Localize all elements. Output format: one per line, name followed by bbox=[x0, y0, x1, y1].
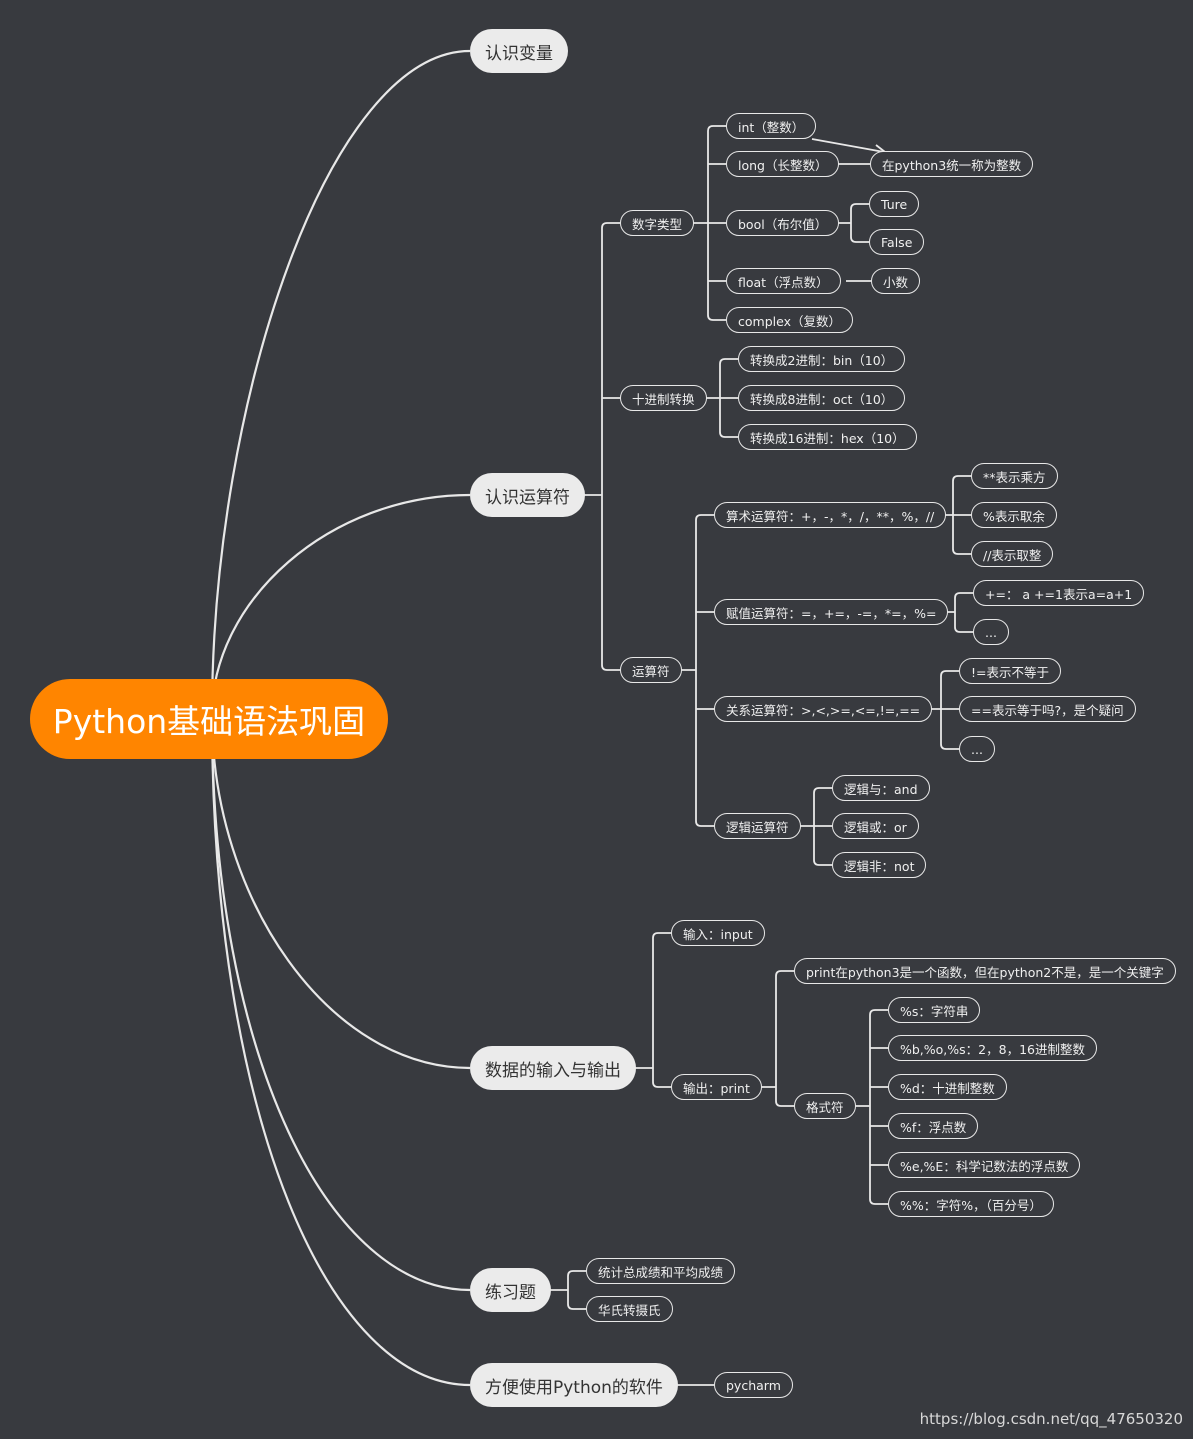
topic-io[interactable]: 数据的输入与输出 bbox=[470, 1046, 636, 1090]
topic-exercises[interactable]: 练习题 bbox=[470, 1268, 551, 1312]
node-bool[interactable]: bool（布尔值） bbox=[726, 210, 840, 236]
node-assignment[interactable]: 赋值运算符：=，+=，-=，*=，%= bbox=[714, 599, 949, 625]
node-relational-more[interactable]: ... bbox=[959, 736, 995, 762]
node-int[interactable]: int（整数） bbox=[726, 113, 817, 139]
node-format-e[interactable]: %e,%E：科学记数法的浮点数 bbox=[888, 1152, 1081, 1178]
node-not[interactable]: 逻辑非：not bbox=[832, 852, 927, 878]
node-relational[interactable]: 关系运算符：>,<,>=,<=,!=,== bbox=[714, 696, 933, 722]
node-format-s[interactable]: %s：字符串 bbox=[888, 997, 981, 1023]
node-operators[interactable]: 运算符 bbox=[620, 657, 682, 683]
node-decimal[interactable]: 小数 bbox=[871, 268, 921, 294]
node-hex[interactable]: 转换成16进制：hex（10） bbox=[738, 424, 917, 450]
node-oct[interactable]: 转换成8进制：oct（10） bbox=[738, 385, 906, 411]
node-print-note[interactable]: print在python3是一个函数，但在python2不是，是一个关键字 bbox=[794, 958, 1176, 984]
node-arithmetic[interactable]: 算术运算符：+，-，*，/，**，%，// bbox=[714, 502, 947, 528]
node-bin[interactable]: 转换成2进制：bin（10） bbox=[738, 346, 906, 372]
node-pycharm[interactable]: pycharm bbox=[714, 1372, 793, 1398]
node-power[interactable]: **表示乘方 bbox=[971, 463, 1058, 489]
node-number-types[interactable]: 数字类型 bbox=[620, 210, 695, 236]
node-and[interactable]: 逻辑与：and bbox=[832, 775, 930, 801]
topic-variables[interactable]: 认识变量 bbox=[470, 29, 568, 73]
node-true[interactable]: Ture bbox=[869, 191, 920, 217]
node-logical[interactable]: 逻辑运算符 bbox=[714, 813, 801, 839]
node-format-f[interactable]: %f：浮点数 bbox=[888, 1113, 979, 1139]
node-complex[interactable]: complex（复数） bbox=[726, 307, 853, 333]
node-float[interactable]: float（浮点数） bbox=[726, 268, 841, 294]
node-format-specifiers[interactable]: 格式符 bbox=[794, 1093, 856, 1119]
node-output[interactable]: 输出：print bbox=[671, 1074, 762, 1100]
node-assignment-more[interactable]: ... bbox=[973, 619, 1009, 645]
root-topic[interactable]: Python基础语法巩固 bbox=[30, 679, 388, 759]
node-equal[interactable]: ==表示等于吗?，是个疑问 bbox=[959, 696, 1136, 722]
topic-tools[interactable]: 方便使用Python的软件 bbox=[470, 1363, 678, 1407]
node-format-bos[interactable]: %b,%o,%s：2，8，16进制整数 bbox=[888, 1035, 1097, 1061]
node-temperature-exercise[interactable]: 华氏转摄氏 bbox=[586, 1296, 673, 1322]
node-input[interactable]: 输入：input bbox=[671, 920, 765, 946]
node-false[interactable]: False bbox=[869, 229, 925, 255]
node-format-percent[interactable]: %%：字符%，（百分号） bbox=[888, 1191, 1054, 1217]
node-mod[interactable]: %表示取余 bbox=[971, 502, 1057, 528]
node-score-exercise[interactable]: 统计总成绩和平均成绩 bbox=[586, 1258, 736, 1284]
node-unified-int[interactable]: 在python3统一称为整数 bbox=[870, 151, 1034, 177]
node-base-conversion[interactable]: 十进制转换 bbox=[620, 385, 707, 411]
node-long[interactable]: long（长整数） bbox=[726, 151, 840, 177]
node-format-d[interactable]: %d：十进制整数 bbox=[888, 1074, 1007, 1100]
watermark: https://blog.csdn.net/qq_47650320 bbox=[919, 1410, 1183, 1428]
node-or[interactable]: 逻辑或：or bbox=[832, 813, 919, 839]
topic-operators[interactable]: 认识运算符 bbox=[470, 473, 585, 517]
node-floordiv[interactable]: //表示取整 bbox=[971, 541, 1054, 567]
node-not-equal[interactable]: !=表示不等于 bbox=[959, 658, 1061, 684]
node-plus-equals[interactable]: +=： a +=1表示a=a+1 bbox=[973, 580, 1145, 606]
